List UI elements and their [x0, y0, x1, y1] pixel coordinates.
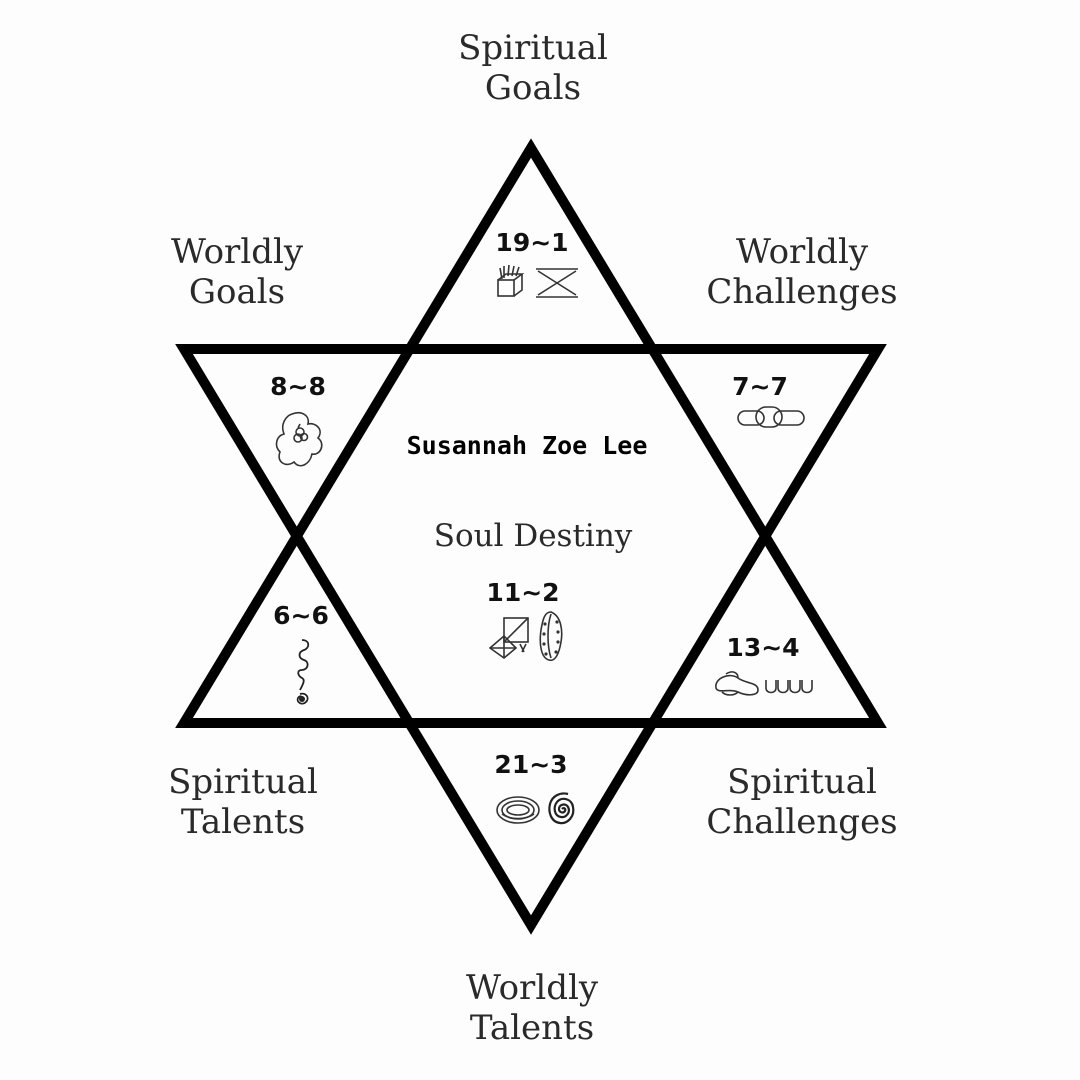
wave-loops-icon: [765, 680, 813, 694]
cube-with-sticks-icon: [497, 264, 525, 297]
downward-triangle: [175, 344, 887, 935]
person-name: Susannah Zoe Lee: [406, 431, 648, 460]
label-worldly-talents: Worldly Talents: [466, 968, 598, 1048]
upward-triangle: [175, 138, 887, 728]
label-worldly-challenges: Worldly Challenges: [706, 232, 897, 312]
label-worldly-goals: Worldly Goals: [171, 232, 303, 312]
number-top: 19~1: [495, 228, 569, 257]
label-line: Challenges: [706, 272, 898, 313]
label-spiritual-talents: Spiritual Talents: [168, 762, 318, 842]
ring-coil-icon: [496, 796, 540, 824]
crossed-lines-icon: [536, 268, 578, 298]
number-upper-right: 7~7: [732, 372, 788, 401]
soul-destiny-label: Soul Destiny: [433, 518, 633, 554]
label-line: Spiritual: [458, 28, 608, 68]
label-line: Spiritual: [727, 762, 877, 802]
oval-with-dots-icon: [539, 611, 563, 662]
label-spiritual-challenges: Spiritual Challenges: [706, 762, 897, 842]
number-upper-left: 8~8: [270, 372, 326, 401]
twisted-loop-icon: [715, 671, 759, 696]
number-lower-right: 13~4: [726, 633, 800, 662]
label-spiritual-goals: Spiritual Goals: [458, 28, 608, 108]
square-diagonal-arrows-icon: [488, 617, 529, 660]
label-line: Worldly: [735, 232, 869, 272]
label-line: Worldly: [465, 968, 599, 1008]
squiggle-spiral-icon: [296, 639, 310, 705]
number-lower-left: 6~6: [273, 601, 329, 630]
label-line: Goals: [188, 272, 286, 313]
chain-links-icon: [737, 406, 805, 428]
blob-with-knot-icon: [275, 411, 323, 467]
label-line: Talents: [469, 1008, 595, 1049]
label-line: Challenges: [706, 802, 898, 843]
label-line: Spiritual: [168, 762, 318, 802]
number-center: 11~2: [486, 578, 560, 607]
label-line: Talents: [180, 802, 306, 843]
label-line: Worldly: [170, 232, 304, 272]
spiral-icon: [548, 792, 575, 825]
label-line: Goals: [484, 68, 582, 109]
number-bottom: 21~3: [494, 750, 568, 779]
